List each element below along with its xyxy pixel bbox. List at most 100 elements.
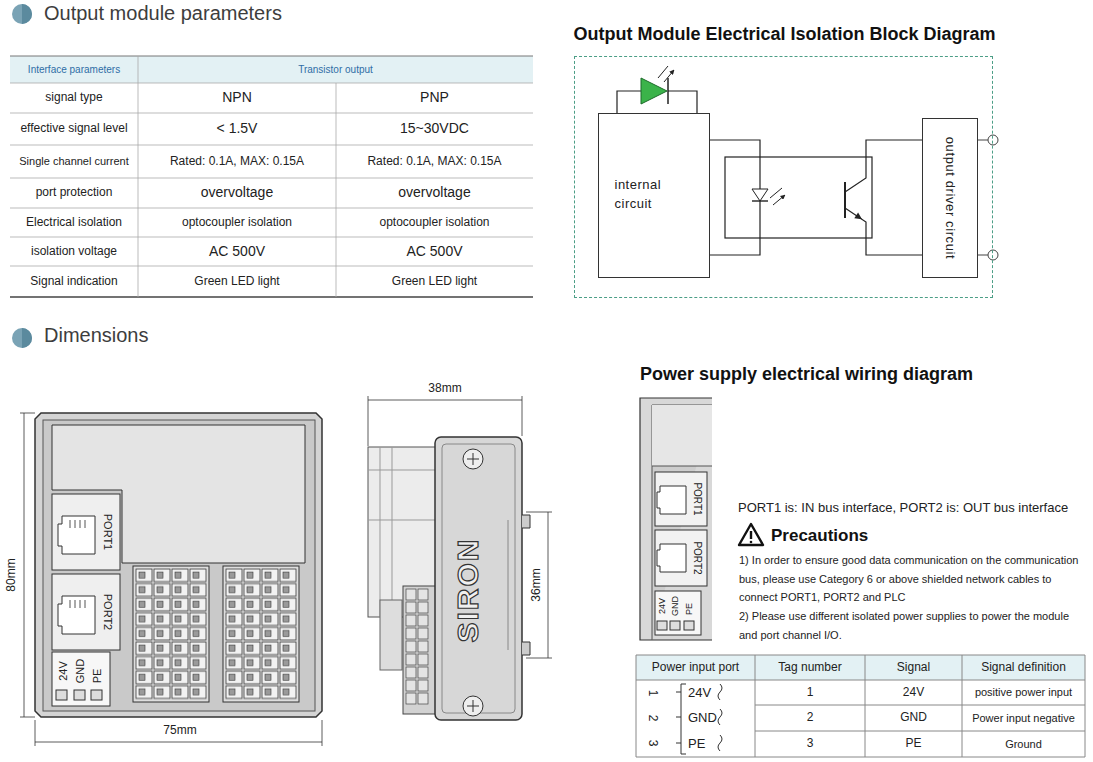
- parameter-value: PNP: [336, 83, 533, 113]
- dimension-lines: [548, 512, 549, 658]
- module-side-view: [463, 696, 483, 716]
- terminal-label: GND: [688, 710, 717, 726]
- module-side-detail: [640, 398, 712, 640]
- optocoupler: [710, 140, 760, 255]
- port-label: PORT2: [692, 541, 703, 574]
- led-indicator: [658, 66, 674, 82]
- dimension-lines: [20, 717, 35, 718]
- dimension-lines: [35, 720, 36, 746]
- optocoupler: [752, 189, 768, 201]
- dimension-label: 75mm: [163, 724, 196, 737]
- dimension-lines: [522, 396, 523, 436]
- terminal-label: 24V: [57, 661, 69, 681]
- table-cell: positive power input: [962, 680, 1085, 705]
- interface-note: PORT1 is: IN bus interface, PORT2 is: OU…: [738, 500, 1068, 516]
- table-cell: Ground: [962, 731, 1085, 757]
- table-header: Tag number: [755, 655, 865, 680]
- module-side-view: [403, 586, 437, 714]
- module-front-view: [52, 574, 120, 650]
- parameter-value: AC 500V: [138, 237, 336, 266]
- module-side-detail: [652, 405, 712, 466]
- optocoupler: [770, 188, 785, 205]
- module-side-detail: [655, 591, 701, 635]
- dimension-lines: [24, 413, 25, 717]
- power-port-table: [636, 655, 1085, 757]
- parameter-value: Rated: 0.1A, MAX: 0.15A: [336, 145, 533, 178]
- module-front-view: [74, 690, 85, 700]
- module-side-detail: [670, 621, 680, 630]
- parameter-value: optocoupler isolation: [138, 208, 336, 237]
- optocoupler: [725, 157, 872, 238]
- output-driver-box: output driver circuit: [922, 118, 978, 278]
- module-side-view: [463, 449, 483, 469]
- dimension-lines: [526, 512, 552, 513]
- module-side-detail: [655, 530, 707, 586]
- led-indicator: [667, 78, 669, 104]
- parameter-value: 15~30VDC: [336, 113, 533, 145]
- module-front-view: [35, 413, 322, 717]
- parameter-value: NPN: [138, 83, 336, 113]
- parameter-table: [138, 56, 336, 297]
- dimension-lines: [20, 413, 35, 414]
- module-front-view: [70, 600, 85, 608]
- output-terminals: [978, 135, 998, 260]
- parameter-name: isolation voltage: [10, 237, 138, 266]
- led-indicator: [641, 78, 667, 104]
- terminal-connector-symbol: [681, 684, 686, 754]
- parameter-value: < 1.5V: [138, 113, 336, 145]
- warning-icon: [750, 541, 753, 544]
- parameter-name: port protection: [10, 178, 138, 208]
- module-front-view: [58, 516, 95, 554]
- terminal-label: 24V: [658, 598, 668, 614]
- node-label: internal circuit: [615, 176, 695, 214]
- section-heading: Power supply electrical wiring diagram: [640, 364, 973, 386]
- section-bullet: [12, 4, 32, 24]
- port-label: PORT1: [692, 482, 703, 515]
- led-indicator: [617, 66, 697, 113]
- terminal-label: PE: [685, 603, 695, 615]
- table-cell: 24V: [865, 680, 962, 705]
- optocoupler: [710, 140, 922, 255]
- module-side-view: [467, 453, 479, 465]
- terminal-connector-symbol: [676, 692, 681, 743]
- terminal-label: PE: [688, 736, 705, 752]
- module-front-view: [58, 596, 95, 634]
- internal-circuit-box: internal circuit: [598, 113, 710, 278]
- parameter-table: [10, 296, 533, 298]
- dimension-lines: [322, 720, 323, 746]
- parameter-value: overvoltage: [138, 178, 336, 208]
- parameter-table: [10, 56, 533, 297]
- module-side-view: [435, 437, 522, 720]
- optocoupler: [845, 140, 922, 255]
- module-front-view: [52, 652, 110, 706]
- table-cell: 1: [755, 680, 865, 705]
- parameter-name: Signal indication: [10, 266, 138, 297]
- module-side-view: [442, 444, 515, 713]
- parameter-value: optocoupler isolation: [336, 208, 533, 237]
- terminal-connector-symbol: [718, 684, 722, 751]
- precaution-note: 2) Please use different isolated power s…: [739, 607, 1087, 644]
- module-side-detail: [640, 398, 712, 640]
- terminal-label: GND: [74, 659, 86, 683]
- table-header: Power input port: [636, 655, 755, 680]
- optocoupler: [844, 182, 846, 218]
- table-cell: PE: [865, 731, 962, 757]
- module-front-view: [223, 566, 299, 702]
- warning-heading: Precautions: [771, 526, 868, 546]
- module-side-detail: [655, 472, 707, 526]
- parameter-name: Single channel current: [10, 145, 138, 178]
- power-port-table: [636, 655, 1085, 757]
- parameter-table: [10, 56, 533, 83]
- module-side-detail: [652, 466, 712, 467]
- module-side-detail: [657, 621, 667, 630]
- module-front-view: [35, 413, 322, 717]
- parameter-table: [10, 83, 533, 266]
- module-front-view: [91, 690, 102, 700]
- output-terminals: [978, 140, 988, 255]
- parameter-name: effective signal level: [10, 113, 138, 145]
- terminal-label: GND: [671, 596, 681, 616]
- section-bullet: [22, 4, 32, 24]
